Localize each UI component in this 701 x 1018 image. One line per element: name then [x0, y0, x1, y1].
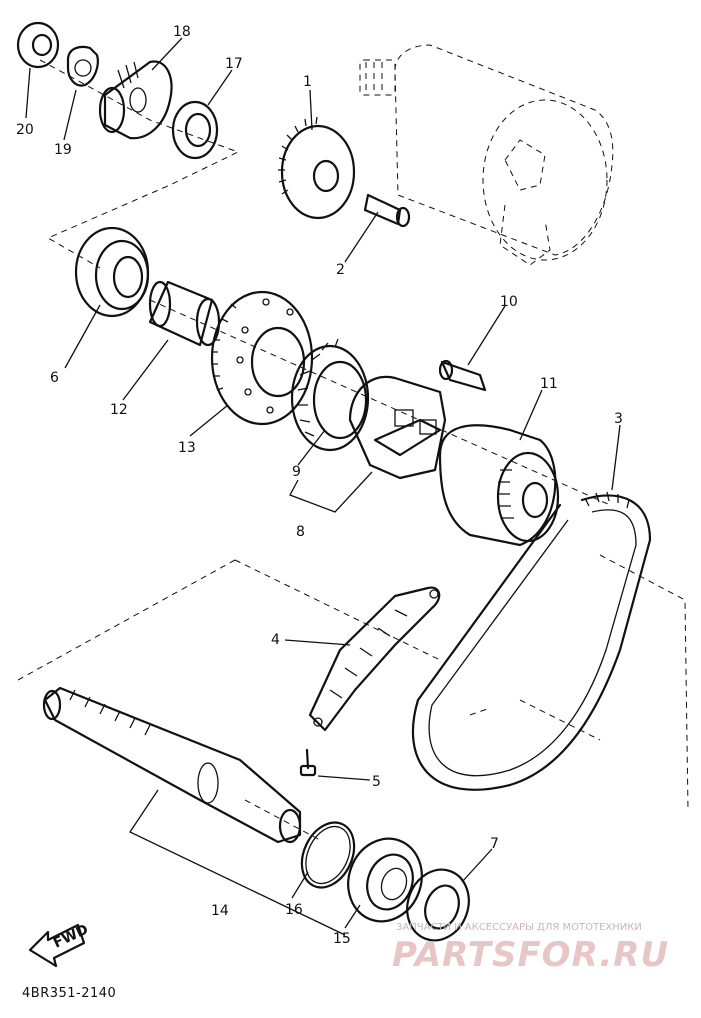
oil-seal-17 — [171, 100, 219, 160]
callout-11: 11 — [540, 376, 558, 392]
callout-16: 16 — [285, 902, 303, 918]
callout-5: 5 — [372, 774, 381, 790]
callout-18: 18 — [173, 24, 191, 40]
callout-19: 19 — [54, 142, 72, 158]
dashed-guide-lines — [17, 59, 689, 841]
collar — [148, 280, 221, 347]
primary-shaft — [42, 686, 302, 844]
callout-15: 15 — [333, 931, 351, 947]
callout-12: 12 — [110, 402, 128, 418]
idler-shaft — [363, 193, 411, 228]
callout-9: 9 — [292, 464, 301, 480]
callout-8: 8 — [296, 524, 305, 540]
forward-arrow-icon: FWD — [28, 922, 91, 968]
oil-seal-7 — [406, 868, 470, 942]
callout-6: 6 — [50, 370, 59, 386]
callout-20: 20 — [16, 122, 34, 138]
primary-drive-gear — [438, 424, 560, 547]
callout-7: 7 — [490, 836, 499, 852]
callout-10: 10 — [500, 294, 518, 310]
callout-14: 14 — [211, 903, 229, 919]
nut — [16, 21, 60, 69]
idler-gear — [278, 116, 356, 220]
callout-1: 1 — [303, 74, 312, 90]
pin — [438, 359, 487, 392]
callout-labels: 1 2 3 4 5 6 7 8 9 10 11 12 13 14 15 16 1… — [16, 24, 623, 947]
bearing-6 — [74, 226, 150, 318]
starter-wheel-gear — [210, 290, 314, 426]
chain-guide — [308, 586, 441, 732]
starter-motor — [359, 44, 614, 266]
starter-clutch-hub — [98, 60, 173, 140]
callout-3: 3 — [614, 411, 623, 427]
diagram-code: 4BR351-2140 — [22, 986, 117, 1001]
leader-lines — [25, 37, 621, 936]
callout-17: 17 — [225, 56, 243, 72]
callout-2: 2 — [336, 262, 345, 278]
callout-4: 4 — [271, 632, 280, 648]
fwd-label: FWD — [51, 922, 91, 952]
watermark-brand-logo[interactable]: PARTSFOR.RU — [392, 935, 670, 975]
lock-washer — [66, 45, 99, 87]
primary-chain — [411, 491, 652, 791]
o-ring — [300, 821, 356, 889]
starter-clutch — [348, 375, 447, 480]
callout-13: 13 — [178, 440, 196, 456]
watermark-tagline: ЗАПЧАСТИ И АКСЕССУАРЫ ДЛЯ МОТОТЕХНИКИ — [396, 922, 642, 933]
bolt — [299, 748, 317, 777]
one-way-clutch — [290, 338, 370, 452]
bearing-15 — [347, 837, 423, 923]
